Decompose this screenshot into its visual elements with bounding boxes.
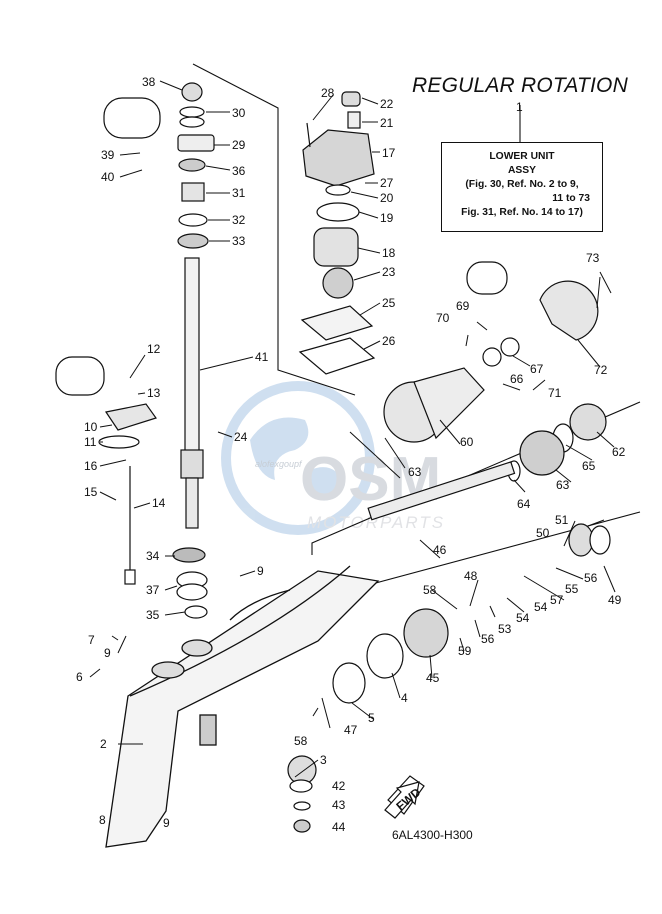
ref-line-5: Fig. 31, Ref. No. 14 to 17) <box>461 207 583 218</box>
callout-16: 15 <box>84 485 98 499</box>
callout-49: 48 <box>464 569 478 583</box>
callout-51: 50 <box>536 526 550 540</box>
callout-42: 41 <box>255 350 269 364</box>
callout-67: 63 <box>408 465 422 479</box>
callout-15: 14 <box>152 496 166 510</box>
watermark-sub: MOTORPARTS <box>307 513 445 532</box>
diagram-title: REGULAR ROTATION <box>412 74 628 97</box>
callout-65: 66 <box>510 372 524 386</box>
callout-64: 65 <box>582 459 596 473</box>
callout-30: 29 <box>232 138 246 152</box>
lower-casing <box>105 565 380 848</box>
callout-54-lower: 54 <box>516 611 530 625</box>
callout-66: 67 <box>530 362 544 376</box>
callout-43: 42 <box>332 779 346 793</box>
callout-25: 24 <box>234 430 248 444</box>
callout-59: 60 <box>460 435 474 449</box>
callout-47: 46 <box>433 543 447 557</box>
callout-21: 20 <box>380 191 394 205</box>
ref-line-4: 11 to 73 <box>552 193 590 204</box>
callout-14: 13 <box>147 386 161 400</box>
callout-68: 69 <box>456 299 470 313</box>
callout-27: 26 <box>382 334 396 348</box>
callout-4: 4 <box>401 691 408 705</box>
callout-53: 53 <box>498 622 512 636</box>
callout-35: 34 <box>146 549 160 563</box>
callout-8: 8 <box>99 813 106 827</box>
callout-36: 35 <box>146 608 160 622</box>
callout-56-right: 56 <box>584 571 598 585</box>
callout-70: 71 <box>548 386 562 400</box>
callout-46: 45 <box>426 671 440 685</box>
callout-28: 27 <box>380 176 394 190</box>
callout-12: 11 <box>84 435 97 449</box>
callout-7: 7 <box>88 633 95 647</box>
reference-box: LOWER UNIT ASSY (Fig. 30, Ref. No. 2 to … <box>441 142 603 232</box>
ref-line-3: (Fig. 30, Ref. No. 2 to 9, <box>465 179 579 190</box>
callout-57: 57 <box>550 593 564 607</box>
shaft-housing-group <box>287 261 611 833</box>
callout-19: 18 <box>382 246 396 260</box>
callout-33: 32 <box>232 213 246 227</box>
callout-26: 25 <box>382 296 396 310</box>
callout-3: 3 <box>320 753 327 767</box>
callout-32: 31 <box>232 186 246 200</box>
callout-45: 44 <box>332 820 346 834</box>
callout-17: 16 <box>84 459 98 473</box>
callout-52: 51 <box>555 513 569 527</box>
callout-9-upper: 9 <box>104 646 111 660</box>
watermark-globe <box>221 381 375 535</box>
callout-54-upper: 54 <box>534 600 548 614</box>
callout-23: 22 <box>380 97 394 111</box>
callout-24: 23 <box>382 265 396 279</box>
callout-62: 63 <box>556 478 570 492</box>
driveshaft-group <box>55 82 215 619</box>
callout-13: 12 <box>147 342 161 356</box>
callout-69: 70 <box>436 311 450 325</box>
callout-44: 43 <box>332 798 346 812</box>
callout-39: 38 <box>142 75 156 89</box>
callout-2: 2 <box>100 737 107 751</box>
callout-55: 55 <box>565 582 579 596</box>
callout-20: 19 <box>380 211 394 225</box>
watermark: OSM MOTORPARTS alofexgoupf <box>221 381 445 535</box>
callout-11: 10 <box>84 420 98 434</box>
figure-id: 6AL4300-H300 <box>392 828 473 842</box>
watermark-small: alofexgoupf <box>255 459 303 469</box>
callout-58-lower: 59 <box>458 644 472 658</box>
callout-31: 30 <box>232 106 246 120</box>
callout-29: 28 <box>321 86 335 100</box>
callout-41: 40 <box>101 170 115 184</box>
ref-line-2: ASSY <box>507 165 537 176</box>
callout-60: 58 <box>294 734 308 748</box>
callout-9-lower: 9 <box>163 816 170 830</box>
callout-1: 1 <box>516 100 523 114</box>
callout-6: 6 <box>76 670 83 684</box>
callout-61: 62 <box>612 445 626 459</box>
callout-63: 64 <box>517 497 531 511</box>
callout-22: 21 <box>380 116 394 130</box>
callout-18: 17 <box>382 146 396 160</box>
callout-37: 36 <box>232 164 246 178</box>
ref-line-1: LOWER UNIT <box>489 151 555 162</box>
callout-72: 73 <box>586 251 600 265</box>
callout-leaders <box>89 80 616 778</box>
callout-50: 49 <box>608 593 622 607</box>
water-pump-group <box>298 91 376 375</box>
callout-58-upper: 58 <box>423 583 437 597</box>
callout-71: 72 <box>594 363 608 377</box>
callout-38: 37 <box>146 583 160 597</box>
callout-5: 5 <box>368 711 375 725</box>
callout-10: 9 <box>257 564 264 578</box>
callout-34: 33 <box>232 234 246 248</box>
callout-48: 47 <box>344 723 358 737</box>
callout-56-left: 56 <box>481 632 495 646</box>
callout-40: 39 <box>101 148 115 162</box>
callout-labels: 38 30 29 39 36 40 31 32 33 41 28 22 21 1… <box>76 75 626 834</box>
